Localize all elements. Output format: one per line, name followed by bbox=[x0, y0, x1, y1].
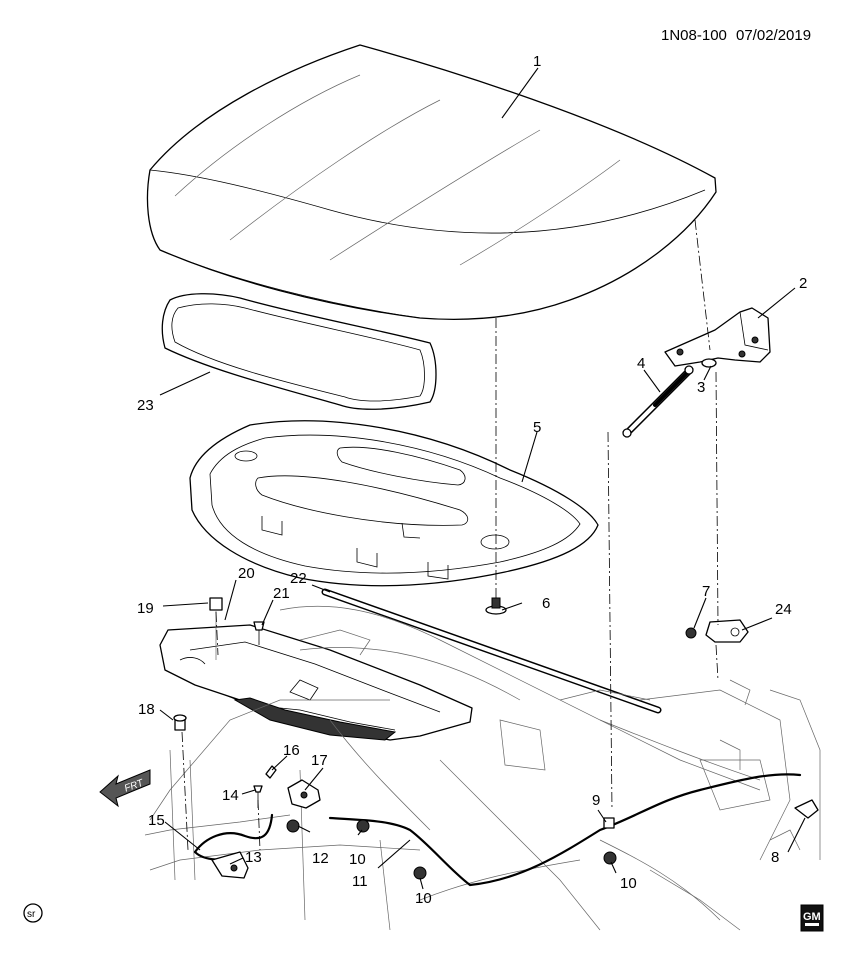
callout-8: 8 bbox=[771, 849, 779, 866]
hood-release-cable bbox=[328, 773, 802, 887]
callout-labels: 1 2 3 4 5 6 7 8 9 10 10 10 11 12 13 14 1… bbox=[137, 53, 807, 907]
callout-1: 1 bbox=[533, 53, 541, 70]
callout-20: 20 bbox=[238, 565, 255, 582]
gm-logo-text: GM bbox=[803, 911, 821, 923]
callout-12: 12 bbox=[312, 850, 329, 867]
callout-22: 22 bbox=[290, 570, 307, 587]
hood-insulator bbox=[189, 420, 599, 587]
callout-23: 23 bbox=[137, 397, 154, 414]
latch-bolt bbox=[253, 785, 263, 808]
callout-24: 24 bbox=[775, 601, 792, 618]
callout-7: 7 bbox=[702, 583, 710, 600]
alignment-lines bbox=[181, 219, 719, 851]
callout-10-a: 10 bbox=[349, 851, 366, 868]
callout-10-c: 10 bbox=[620, 875, 637, 892]
hinge-bracket-bolt bbox=[685, 627, 697, 639]
hinge-bolt bbox=[701, 358, 717, 368]
radiator-upper-cover bbox=[159, 624, 473, 741]
callout-13: 13 bbox=[245, 849, 262, 866]
corner-badge-text: sr bbox=[27, 909, 36, 920]
doc-id: 1N08-100 bbox=[661, 27, 727, 44]
release-handle bbox=[794, 799, 819, 819]
callout-19: 19 bbox=[137, 600, 154, 617]
doc-date: 07/02/2019 bbox=[736, 27, 811, 44]
front-direction-arrow: FRT bbox=[99, 769, 151, 808]
hood-front-seal bbox=[161, 293, 437, 410]
hood-hinge bbox=[664, 307, 771, 367]
callout-10-b: 10 bbox=[415, 890, 432, 907]
hood-panel bbox=[146, 44, 717, 321]
hood-strut bbox=[622, 365, 694, 438]
callout-18: 18 bbox=[138, 701, 155, 718]
callout-16: 16 bbox=[283, 742, 300, 759]
hood-bumper-stop bbox=[485, 597, 507, 615]
callout-5: 5 bbox=[533, 419, 541, 436]
callout-14: 14 bbox=[222, 787, 239, 804]
callout-11: 11 bbox=[352, 873, 368, 890]
corner-badge: sr bbox=[23, 903, 43, 923]
callout-3: 3 bbox=[697, 379, 705, 396]
hood-bumper bbox=[173, 714, 187, 731]
callout-9: 9 bbox=[592, 792, 600, 809]
callout-21: 21 bbox=[273, 585, 290, 602]
hinge-bracket bbox=[705, 619, 749, 643]
callout-6: 6 bbox=[542, 595, 550, 612]
hood-latch bbox=[211, 851, 249, 879]
secondary-latch bbox=[287, 779, 321, 809]
gm-logo: GM bbox=[800, 904, 824, 932]
callout-2: 2 bbox=[799, 275, 807, 292]
cable-retainer-clip bbox=[356, 819, 617, 880]
cable-grommet bbox=[603, 817, 615, 829]
callout-4: 4 bbox=[637, 355, 645, 372]
latch-nut bbox=[286, 819, 300, 833]
cover-screw bbox=[253, 621, 265, 645]
leader-lines bbox=[159, 67, 806, 890]
callout-17: 17 bbox=[311, 752, 328, 769]
callout-15: 15 bbox=[148, 812, 165, 829]
